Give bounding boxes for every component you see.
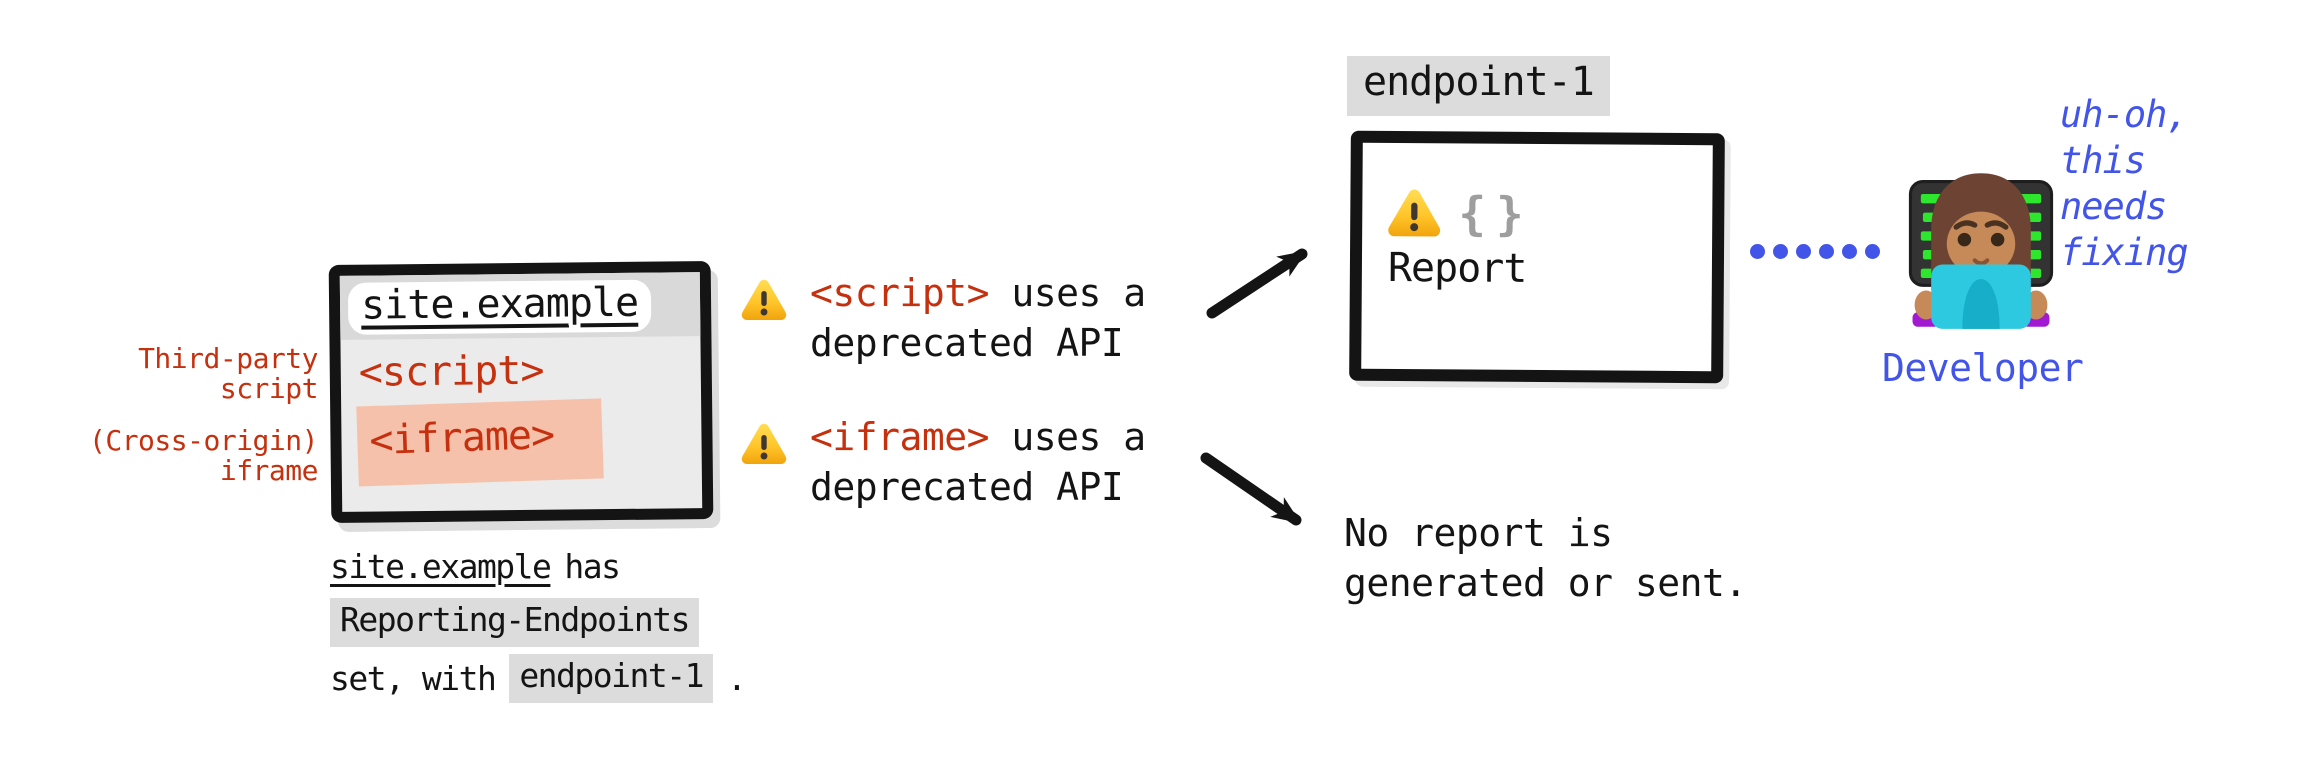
endpoint-1-label: endpoint-1: [1347, 56, 1610, 116]
browser-header: site.example: [339, 272, 701, 340]
json-braces-icon: {}: [1458, 186, 1534, 241]
dotted-connector: [1750, 244, 1880, 259]
warning-icon: [740, 276, 788, 324]
arrow-to-endpoint: [1206, 248, 1308, 319]
developer-label: Developer: [1882, 346, 2084, 390]
browser-content: <script> <iframe>: [340, 336, 702, 488]
iframe-tag-text: <iframe>: [368, 411, 555, 465]
caption-site-name: site.example: [330, 546, 552, 586]
thought-line: fixing: [2060, 231, 2189, 274]
cross-origin-iframe-annotation: (Cross-origin) iframe: [88, 424, 319, 487]
annotation-line: Third-party: [138, 342, 318, 375]
dot: [1750, 244, 1765, 259]
report-icon-row: {}: [1386, 185, 1712, 243]
no-report-line-1: No report is: [1344, 511, 1613, 555]
iframe-highlight-block: <iframe>: [356, 398, 604, 487]
caption-period: .: [727, 658, 747, 698]
third-party-script-annotation: Third-party script: [88, 344, 318, 404]
script-tag-ref: <script>: [810, 271, 990, 315]
endpoint-1-chip: endpoint-1: [509, 653, 713, 703]
annotation-line: iframe: [219, 454, 319, 487]
address-bar: site.example: [347, 279, 652, 335]
warning-icon: [1386, 185, 1442, 241]
iframe-warning-item: <iframe> uses a deprecated API: [740, 412, 1146, 512]
warning-line-1: <script> uses a: [810, 268, 1146, 318]
caption-line-3: set, with endpoint-1.: [330, 650, 747, 706]
dot: [1842, 244, 1857, 259]
dot: [1819, 244, 1834, 259]
annotation-line: script: [219, 372, 319, 405]
dot: [1796, 244, 1811, 259]
woman-technologist-emoji: [1908, 173, 2054, 329]
script-warning-text: <script> uses a deprecated API: [810, 268, 1146, 368]
caption-set-with: set, with: [330, 658, 497, 698]
thought-line: needs: [2060, 185, 2167, 228]
endpoint-report-box: {} Report: [1349, 130, 1725, 384]
report-text: Report: [1387, 244, 1527, 292]
reporting-endpoints-chip: Reporting-Endpoints: [330, 597, 699, 647]
no-report-text: No report is generated or sent.: [1344, 508, 1747, 608]
annotation-line: (Cross-origin): [88, 424, 319, 457]
warning-tail: uses a: [989, 271, 1146, 315]
thought-line: this: [2060, 139, 2146, 182]
iframe-tag-ref: <iframe>: [810, 415, 990, 459]
caption: site.example has Reporting-Endpoints set,…: [330, 538, 747, 706]
developer-thought-text: uh-oh, this needs fixing: [2060, 92, 2189, 276]
caption-line-1: site.example has: [330, 538, 745, 594]
site-browser-window: site.example <script> <iframe>: [328, 261, 714, 523]
caption-has: has: [564, 546, 621, 586]
dot: [1865, 244, 1880, 259]
address-text: site.example: [360, 279, 639, 329]
script-warning-item: <script> uses a deprecated API: [740, 268, 1146, 368]
warning-tail: uses a: [989, 415, 1146, 459]
arrow-to-no-report: [1200, 452, 1302, 526]
caption-line-2: Reporting-Endpoints: [330, 594, 745, 650]
warning-line-2: deprecated API: [810, 321, 1124, 365]
thought-line: uh-oh,: [2060, 93, 2189, 136]
warning-icon: [740, 420, 788, 468]
iframe-warning-text: <iframe> uses a deprecated API: [810, 412, 1146, 512]
no-report-line-2: generated or sent.: [1344, 561, 1747, 605]
script-tag-text: <script>: [358, 347, 544, 396]
dot: [1773, 244, 1788, 259]
warning-line-1: <iframe> uses a: [810, 412, 1146, 462]
warning-line-2: deprecated API: [810, 465, 1124, 509]
